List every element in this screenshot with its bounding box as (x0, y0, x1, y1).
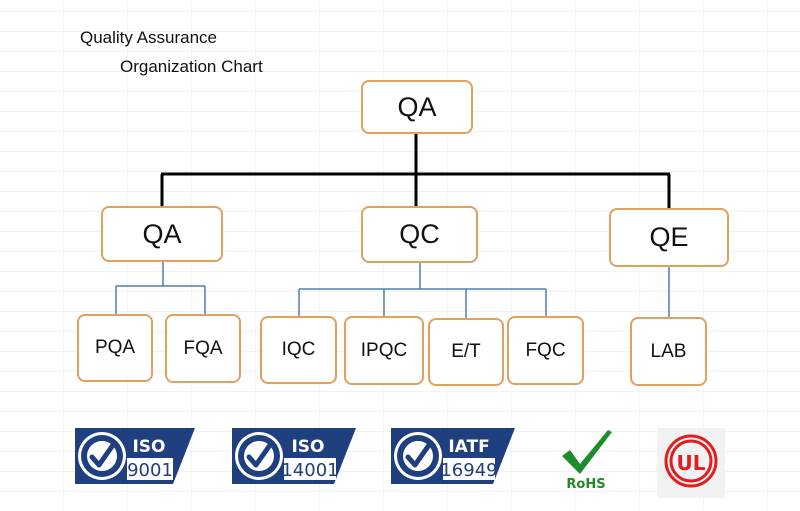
ul-logo: UL (657, 428, 725, 503)
iso-14001-logo: ISO 14001 (232, 426, 356, 491)
org-node-dept-qc: QC (361, 206, 478, 263)
org-node-unit-lab: LAB (630, 317, 707, 386)
ul-label: UL (677, 451, 706, 475)
iso-9001-number: 9001 (127, 460, 173, 481)
iso-14001-number: 14001 (281, 460, 338, 481)
rohs-logo: RoHS (558, 428, 616, 497)
org-node-unit-et: E/T (428, 318, 504, 386)
iso-9001-label: ISO (132, 437, 165, 457)
iatf-16949-number: 16949 (440, 460, 497, 481)
iso-14001-label: ISO (291, 437, 324, 457)
chart-title-line-2: Organization Chart (120, 57, 263, 76)
main-connectors (160, 133, 671, 208)
org-node-dept-qa: QA (101, 206, 223, 262)
org-node-unit-fqc: FQC (507, 316, 584, 385)
org-node-dept-qe: QE (609, 208, 729, 267)
checkmark-icon (562, 430, 612, 474)
org-node-unit-pqa: PQA (77, 314, 153, 382)
chart-title-line-1: Quality Assurance (80, 28, 218, 47)
iatf-16949-logo: IATF 16949 (391, 426, 515, 491)
org-node-root-qa: QA (361, 80, 473, 134)
org-node-unit-fqa: FQA (165, 314, 241, 383)
sub-connectors (115, 261, 670, 319)
iatf-16949-label: IATF (448, 437, 489, 457)
rohs-label: RoHS (566, 477, 605, 492)
org-node-unit-iqc: IQC (260, 316, 337, 384)
iso-9001-logo: ISO 9001 (75, 426, 195, 491)
org-node-unit-ipqc: IPQC (344, 316, 424, 385)
